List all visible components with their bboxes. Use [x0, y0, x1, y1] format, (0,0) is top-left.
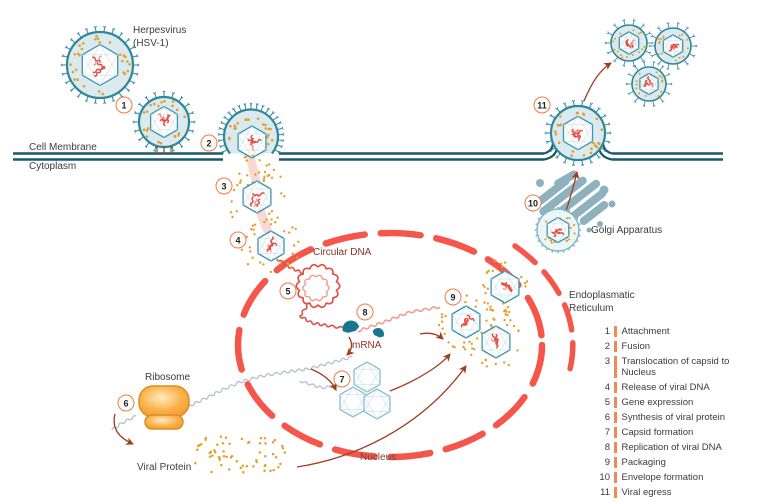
step-marker-2: 2 [200, 134, 218, 152]
mrna-label: mRNA [352, 340, 382, 351]
virion-enveloping [534, 206, 582, 254]
virion-released [648, 22, 698, 70]
legend-item-number: 1 [604, 326, 610, 337]
legend-item-number: 4 [604, 382, 610, 393]
golgi-label: Golgi Apparatus [591, 225, 663, 236]
circular-dna [276, 258, 344, 329]
legend-divider-bar [614, 356, 617, 378]
legend-item-number: 8 [604, 442, 610, 453]
virion-free [60, 25, 140, 105]
virion-fusing [217, 102, 285, 197]
virus-title-line1: Herpesvirus [133, 25, 187, 36]
legend-divider-bar [614, 442, 617, 453]
legend-divider-bar [614, 457, 617, 468]
legend-item-label: Envelope formation [621, 472, 704, 483]
legend-item-label: Gene expression [621, 397, 694, 408]
legend-divider-bar [614, 427, 617, 438]
virion-budding [544, 99, 612, 167]
er-label-line2: Reticulum [569, 303, 614, 314]
step-marker-9: 9 [444, 288, 462, 306]
legend-divider-bar [614, 382, 617, 393]
viral-protein-label: Viral Protein [137, 462, 192, 473]
step-marker-5: 5 [279, 282, 297, 300]
capsid-translocating [225, 164, 286, 231]
legend-item: 7 Capsid formation [597, 427, 739, 438]
capsid-at-nucleus [240, 218, 300, 274]
cell-membrane-label: Cell Membrane [29, 142, 97, 153]
legend-item-number: 7 [604, 427, 610, 438]
legend-item: 9 Packaging [597, 457, 739, 468]
legend-item-number: 3 [604, 356, 610, 367]
cell-membrane [13, 141, 723, 161]
legend-item: 1 Attachment [597, 326, 739, 337]
legend-divider-bar [614, 326, 617, 337]
legend-divider-bar [614, 472, 617, 483]
packaged-capsids [437, 259, 529, 368]
legend-item-label: Fusion [621, 341, 651, 352]
legend-item: 11 Viral egress [597, 487, 739, 498]
process-arrows [113, 62, 612, 468]
legend-item-number: 10 [599, 472, 610, 483]
legend-item-number: 6 [604, 412, 610, 423]
receptor-marks [155, 146, 173, 154]
legend-item: 2 Fusion [597, 341, 739, 352]
legend-item: 6 Synthesis of viral protein [597, 412, 739, 423]
virus-title-line2: (HSV-1) [133, 38, 169, 49]
replicated-dna-strand [357, 306, 441, 333]
legend-item: 3 Translocation of capsid to Nucleus [597, 356, 739, 378]
er-label-line1: Endoplasmatic [569, 290, 635, 301]
legend-item-number: 2 [604, 341, 610, 352]
nucleus-membrane [234, 229, 546, 461]
legend-item-label: Replication of viral DNA [621, 442, 722, 453]
legend-item-label: Release of viral DNA [621, 382, 710, 393]
legend-item-label: Attachment [621, 326, 670, 337]
legend-item-label: Synthesis of viral protein [621, 412, 726, 423]
legend-item-number: 5 [604, 397, 610, 408]
step-marker-7: 7 [333, 370, 351, 388]
virion-attaching [132, 90, 196, 154]
viral-protein-dots [194, 435, 287, 474]
dna-polymerase [342, 320, 384, 338]
step-marker-8: 8 [356, 303, 374, 321]
legend-item: 4 Release of viral DNA [597, 382, 739, 393]
step-marker-6: 6 [117, 394, 135, 412]
step-marker-10: 10 [524, 194, 542, 212]
virion-released [625, 61, 673, 107]
step-marker-4: 4 [229, 231, 247, 249]
empty-capsids [339, 361, 391, 420]
legend: 1 Attachment 2 Fusion 3 Translocation of caps… [597, 326, 739, 502]
virus-title: Herpesvirus (HSV-1) [133, 24, 186, 50]
step-marker-3: 3 [215, 177, 233, 195]
legend-divider-bar [614, 341, 617, 352]
step-marker-11: 11 [533, 96, 551, 114]
step-marker-1: 1 [115, 96, 133, 114]
legend-item-label: Viral egress [621, 487, 672, 498]
legend-item: 10 Envelope formation [597, 472, 739, 483]
ribosome-label: Ribosome [145, 372, 191, 383]
legend-divider-bar [614, 487, 617, 498]
ribosome [138, 385, 190, 430]
legend-item-number: 9 [604, 457, 610, 468]
legend-item: 8 Replication of viral DNA [597, 442, 739, 453]
nucleus-label: Nucleus [360, 452, 397, 463]
legend-divider-bar [614, 397, 617, 408]
legend-item-label: Capsid formation [621, 427, 694, 438]
endoplasmic-reticulum-membrane [512, 243, 576, 372]
legend-divider-bar [614, 412, 617, 423]
legend-item-label: Packaging [621, 457, 666, 468]
er-label: Endoplasmatic Reticulum [569, 289, 635, 315]
legend-item-label: Translocation of capsid to Nucleus [621, 356, 730, 378]
circular-dna-label: Circular DNA [313, 247, 372, 258]
virion-released [604, 19, 654, 67]
cytoplasm-label: Cytoplasm [29, 161, 77, 172]
legend-item-number: 11 [600, 487, 610, 498]
legend-item: 5 Gene expression [597, 397, 739, 408]
